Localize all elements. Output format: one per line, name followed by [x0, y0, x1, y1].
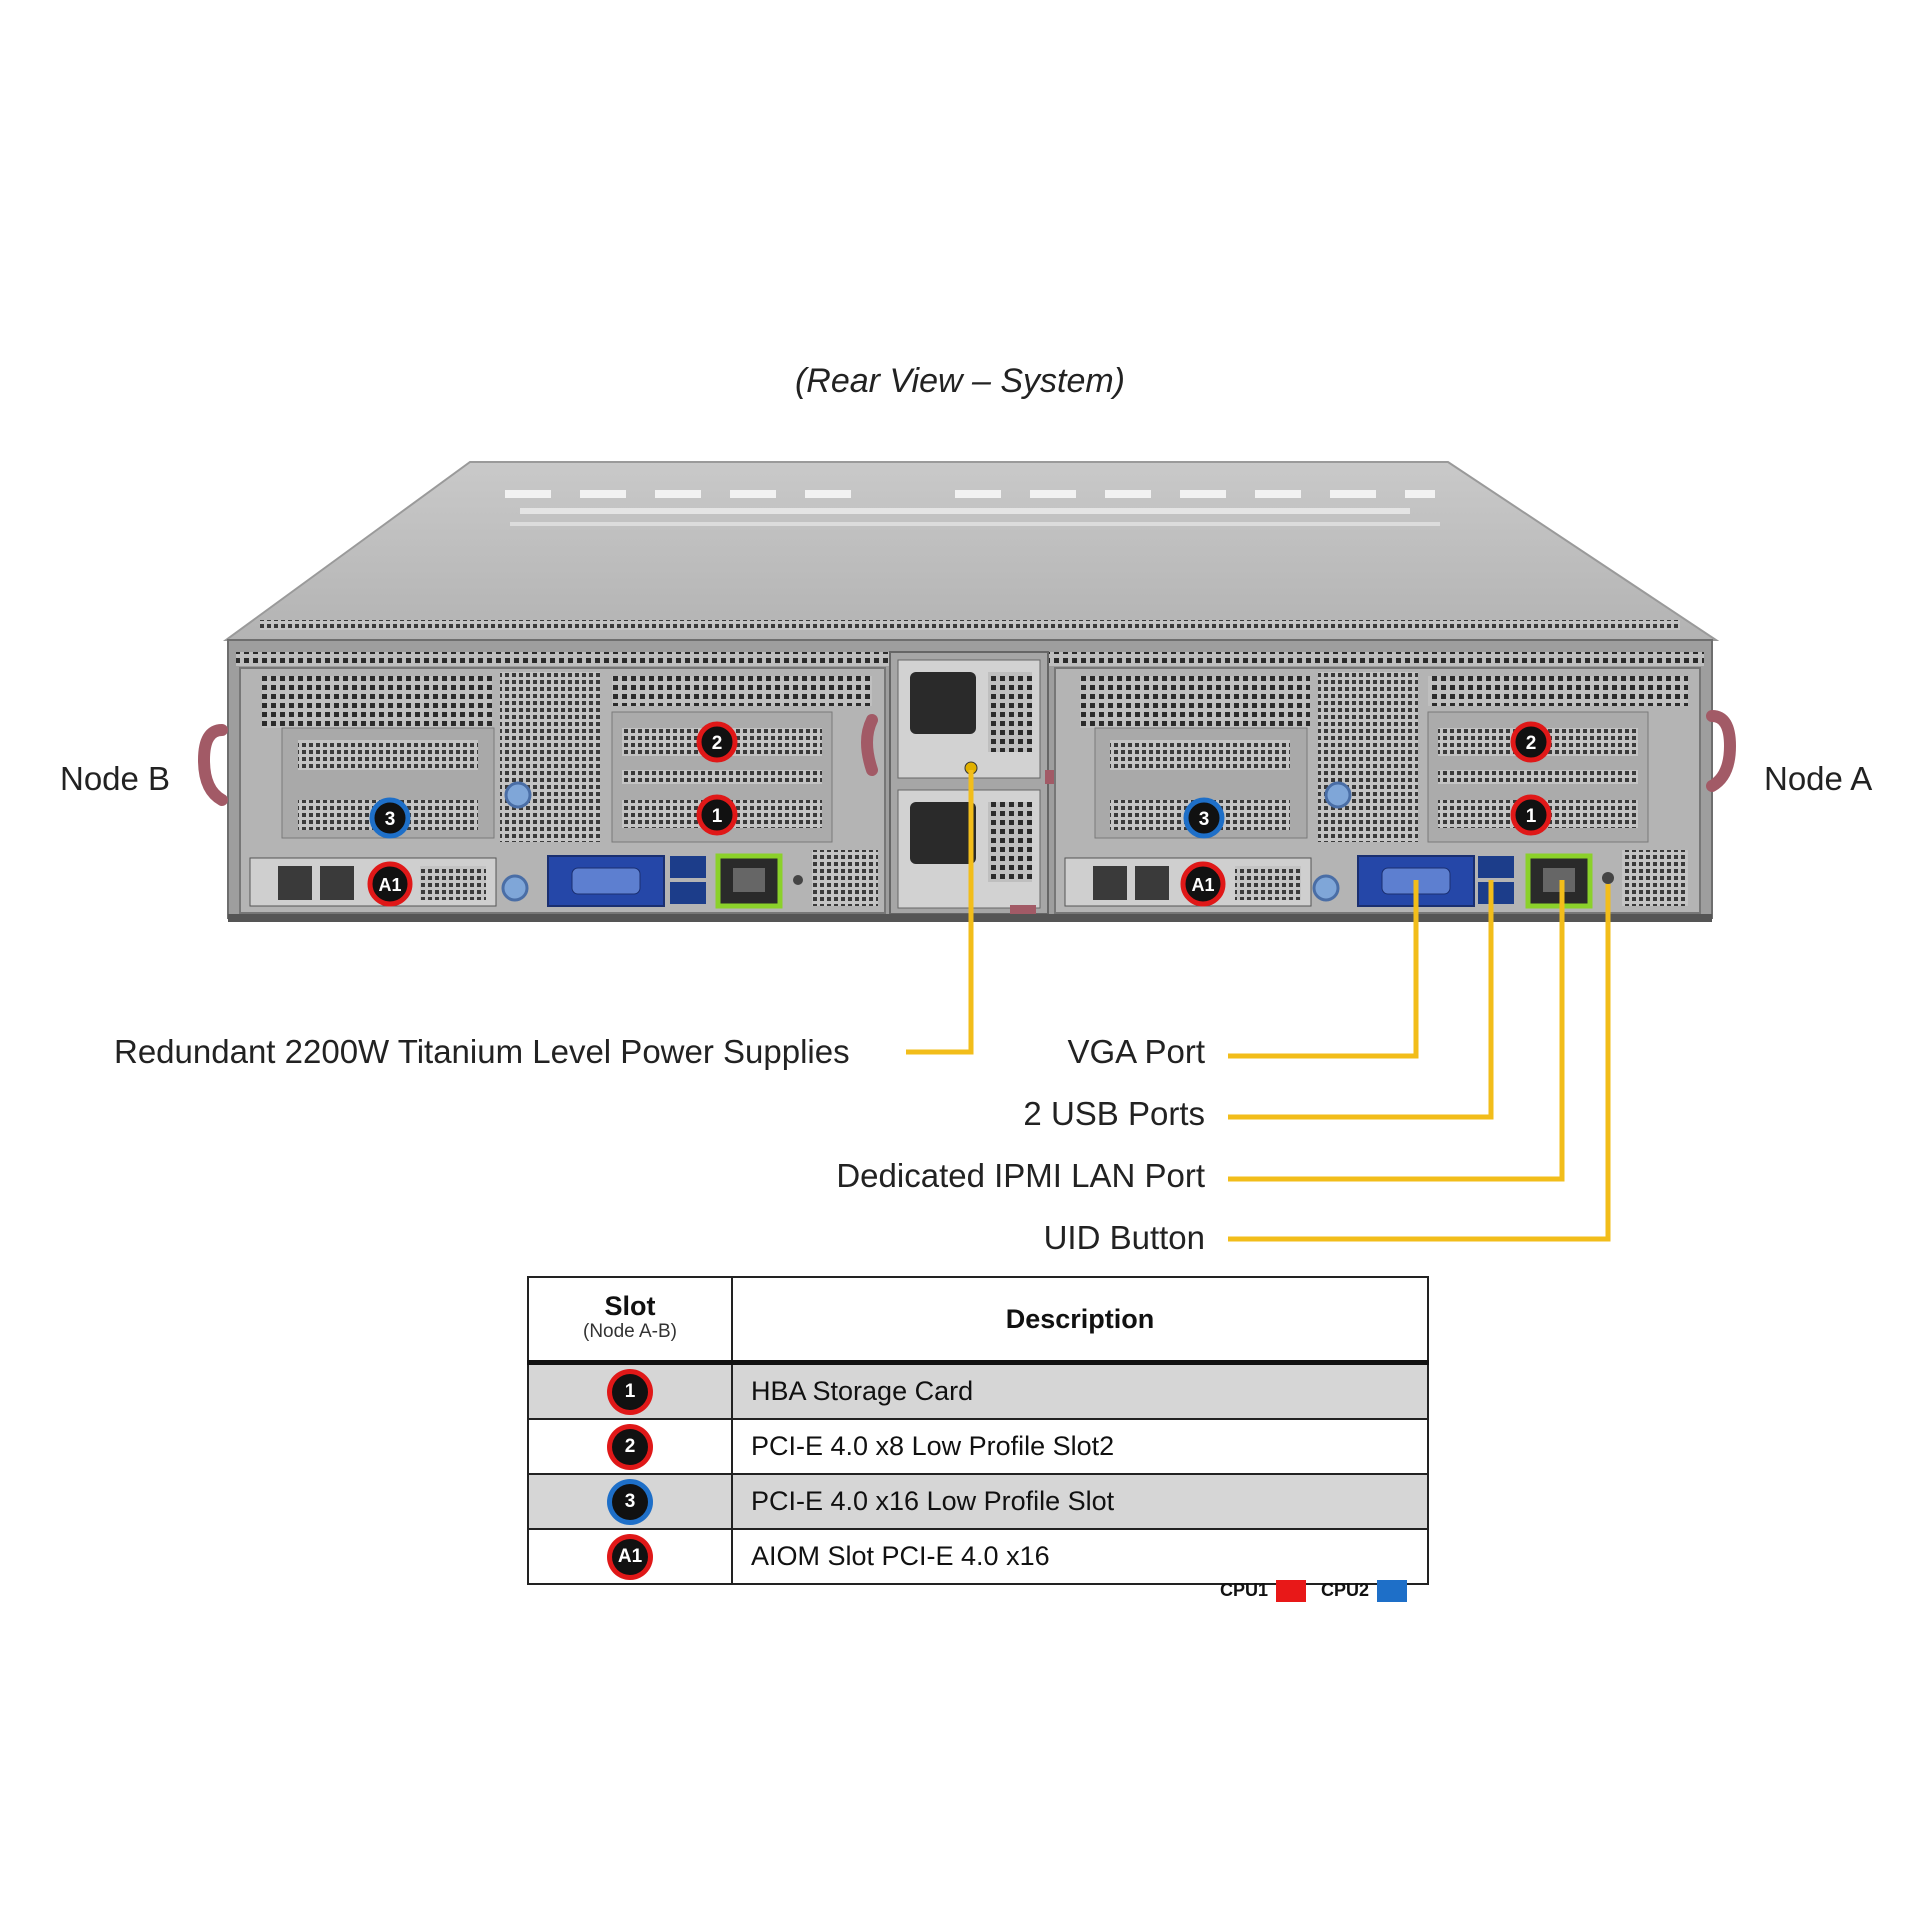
leader-usb: [1228, 880, 1494, 1120]
node-b-badge-3: 3: [369, 797, 411, 839]
node-b-label: Node B: [60, 760, 171, 797]
svg-text:1: 1: [1526, 806, 1537, 827]
slot-description-table: Slot (Node A-B) Description 1 HBA Storag…: [527, 1276, 1429, 1585]
legend-cpu2-swatch: [1377, 1580, 1408, 1603]
header-description: Description: [731, 1276, 1429, 1364]
svg-text:A1: A1: [378, 875, 401, 895]
leader-uid: [1228, 884, 1611, 1242]
node-a-badge-a1: A1: [1180, 861, 1226, 907]
view-caption: (Rear View – System): [794, 362, 1126, 400]
slot-description: PCI-E 4.0 x16 Low Profile Slot: [731, 1473, 1429, 1530]
chassis-top: [222, 461, 1720, 641]
top-vent-strip: [505, 490, 1435, 498]
legend-cpu1-swatch: [1276, 1580, 1307, 1603]
svg-text:2: 2: [712, 733, 723, 754]
callout-power-supplies: Redundant 2200W Titanium Level Power Sup…: [114, 1033, 850, 1070]
slot-badge: 1: [612, 1373, 648, 1410]
header-slot-sub: (Node A-B): [583, 1321, 677, 1342]
svg-text:3: 3: [1199, 809, 1210, 830]
header-slot: Slot (Node A-B): [527, 1276, 733, 1364]
table-row: 2 PCI-E 4.0 x8 Low Profile Slot2: [527, 1418, 1429, 1475]
slot-badge: 2: [612, 1428, 648, 1465]
power-supply-bay: [861, 651, 1073, 917]
callout-ipmi-lan-port: Dedicated IPMI LAN Port: [836, 1157, 1205, 1194]
table-row: 1 HBA Storage Card: [527, 1361, 1429, 1420]
leader-lines: [906, 770, 1611, 1242]
node-a-badge-2: 2: [1510, 721, 1552, 763]
callout-vga-port: VGA Port: [1067, 1033, 1205, 1070]
svg-text:3: 3: [385, 809, 396, 830]
header-slot-label: Slot: [604, 1291, 656, 1321]
node-a-badge-1: 1: [1510, 794, 1552, 836]
node-b-module: 3 2 1 A1: [197, 667, 886, 914]
node-a-label: Node A: [1764, 760, 1873, 797]
node-b-badge-2: 2: [696, 721, 738, 763]
node-a-module: 3 2 1 A1: [1054, 667, 1737, 914]
svg-text:1: 1: [712, 806, 723, 827]
slot-description: HBA Storage Card: [731, 1361, 1429, 1420]
svg-text:A1: A1: [1191, 875, 1214, 895]
svg-text:2: 2: [1526, 733, 1537, 754]
callout-uid-button: UID Button: [1043, 1219, 1205, 1256]
slot-badge: A1: [612, 1538, 648, 1575]
table-header-row: Slot (Node A-B) Description: [527, 1276, 1429, 1364]
callout-usb-ports: 2 USB Ports: [1023, 1095, 1205, 1132]
leader-ipmi: [1228, 880, 1565, 1182]
slot-description: PCI-E 4.0 x8 Low Profile Slot2: [731, 1418, 1429, 1475]
leader-power: [906, 770, 974, 1055]
cpu-legend: CPU1 CPU2: [1220, 1580, 1417, 1603]
leader-vga: [1228, 880, 1419, 1059]
slot-description: AIOM Slot PCI-E 4.0 x16: [731, 1528, 1429, 1585]
node-b-badge-1: 1: [696, 794, 738, 836]
legend-cpu2-label: CPU2: [1321, 1580, 1370, 1600]
table-row: 3 PCI-E 4.0 x16 Low Profile Slot: [527, 1473, 1429, 1530]
legend-cpu1-label: CPU1: [1220, 1580, 1269, 1600]
table-row: A1 AIOM Slot PCI-E 4.0 x16: [527, 1528, 1429, 1585]
slot-badge: 3: [612, 1483, 648, 1520]
node-a-badge-3: 3: [1183, 797, 1225, 839]
node-b-badge-a1: A1: [367, 861, 413, 907]
